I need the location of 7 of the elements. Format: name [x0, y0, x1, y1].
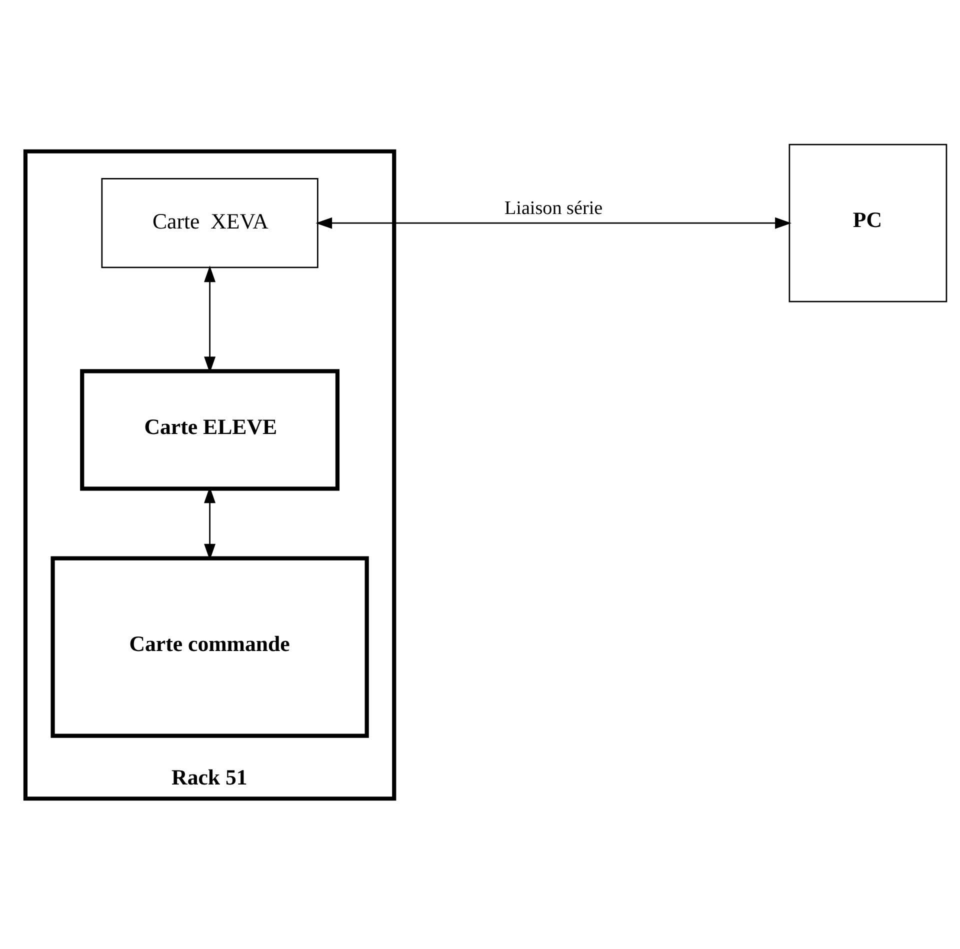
node-box: Carte ELEVE	[80, 368, 340, 490]
edge-label: Liaison série	[504, 197, 602, 218]
arrow	[315, 216, 791, 228]
node-box: Carte XEVA	[100, 178, 318, 268]
node-box: Carte commande	[50, 556, 368, 738]
node-box: PC	[788, 143, 947, 302]
arrow	[204, 486, 216, 560]
